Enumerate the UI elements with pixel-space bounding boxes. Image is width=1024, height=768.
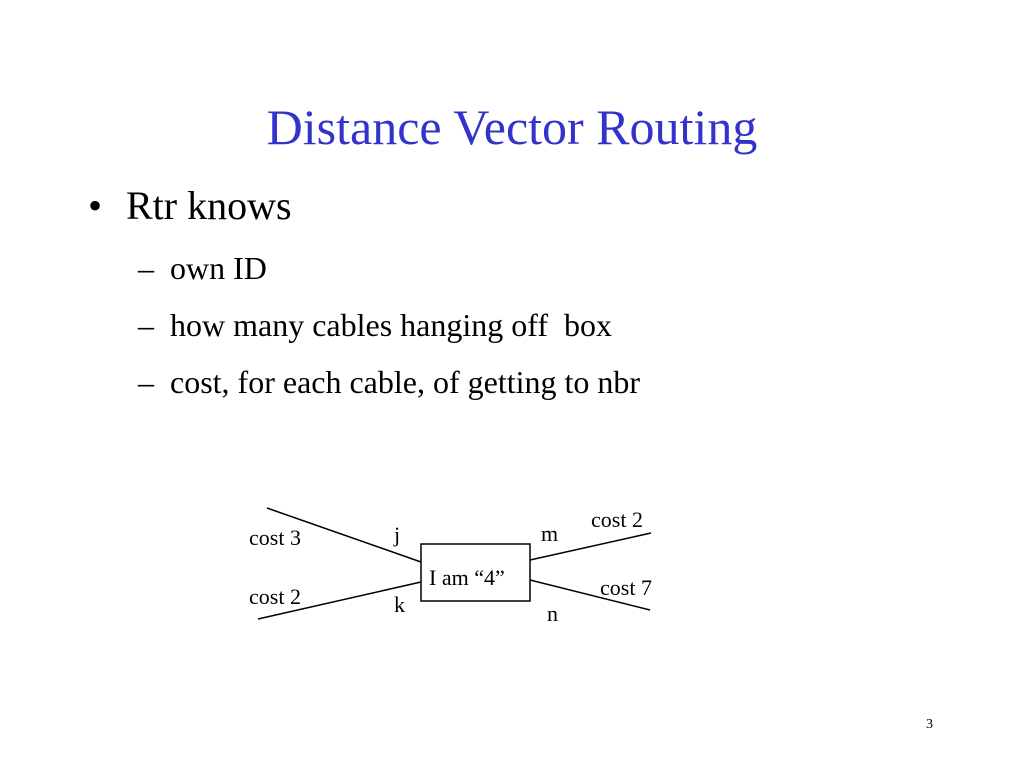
main-bullet: • Rtr knows — [88, 186, 292, 226]
bullet-marker: • — [88, 183, 103, 228]
port-label-k: k — [394, 592, 405, 617]
main-bullet-text: Rtr knows — [126, 183, 292, 228]
router-box — [420, 543, 531, 602]
page-number: 3 — [926, 717, 933, 732]
sub-bullet-text: own ID — [170, 250, 267, 286]
cost-label-m: cost 2 — [591, 507, 643, 532]
cost-label-j: cost 3 — [249, 525, 301, 550]
sub-bullet-cable-count: –how many cables hanging off box — [138, 309, 612, 341]
cable-n — [529, 579, 651, 611]
router-label: I am “4” — [429, 565, 505, 590]
cost-label-k: cost 2 — [249, 584, 301, 609]
port-label-n: n — [547, 601, 558, 626]
sub-bullet-cable-cost: –cost, for each cable, of getting to nbr — [138, 366, 640, 398]
sub-bullet-text: how many cables hanging off box — [170, 307, 612, 343]
sub-bullet-text: cost, for each cable, of getting to nbr — [170, 364, 641, 400]
cable-j — [266, 507, 422, 563]
port-label-m: m — [541, 521, 558, 546]
sub-bullet-marker: – — [138, 307, 154, 343]
sub-bullet-marker: – — [138, 250, 154, 286]
cable-k — [257, 581, 422, 620]
port-label-j: j — [393, 522, 400, 547]
cost-label-n: cost 7 — [600, 575, 652, 600]
cable-m — [529, 532, 652, 561]
slide-title: Distance Vector Routing — [266, 99, 758, 155]
sub-bullet-marker: – — [138, 364, 154, 400]
sub-bullet-own-id: –own ID — [138, 252, 267, 284]
